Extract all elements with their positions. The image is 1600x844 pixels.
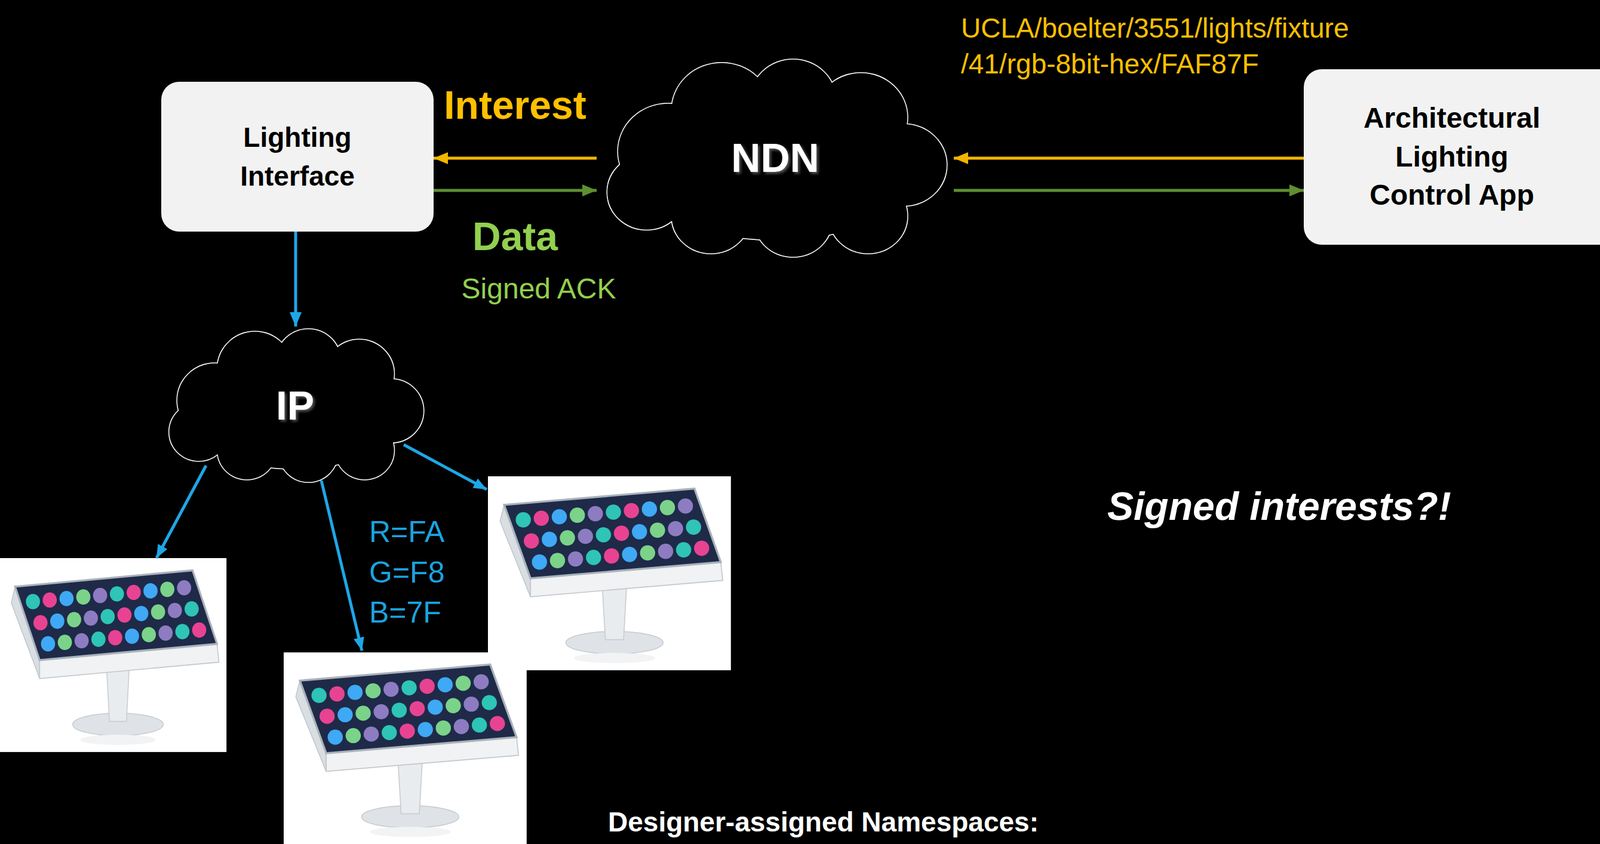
node-text: IP [275,381,315,431]
light-fixture [487,476,732,671]
interest-name: UCLA/boelter/3551/lights/fixture /41/rgb… [960,10,1374,83]
interest-arrow [953,157,1304,161]
question-note: Signed interests?! [1107,484,1452,530]
network-cloud: IP [161,326,429,485]
data-arrow [953,189,1304,193]
node-text: Lighting Interface [213,118,382,196]
data-label: Data [472,214,558,260]
ip-wire [321,480,362,651]
data-arrow [433,189,597,193]
network-cloud: NDN [596,56,954,261]
light-fixture [283,652,527,844]
light-fixture [0,558,227,753]
interest-label: Interest [443,83,586,129]
ip-wire [156,465,207,559]
interface-box: Lighting Interface [161,81,434,232]
ip-link-arrow [294,231,298,327]
ip-wire [403,444,487,490]
section-heading: Designer-assigned Namespaces: [607,807,1039,838]
ack-note: Signed ACK [461,272,617,306]
app-box: Architectural Lighting Control App [1303,69,1600,245]
rgb-values: R=FA G=F8 B=7F [369,512,445,634]
node-text: NDN [731,133,819,183]
node-text: Architectural Lighting Control App [1353,99,1551,216]
interest-arrow [433,157,597,161]
